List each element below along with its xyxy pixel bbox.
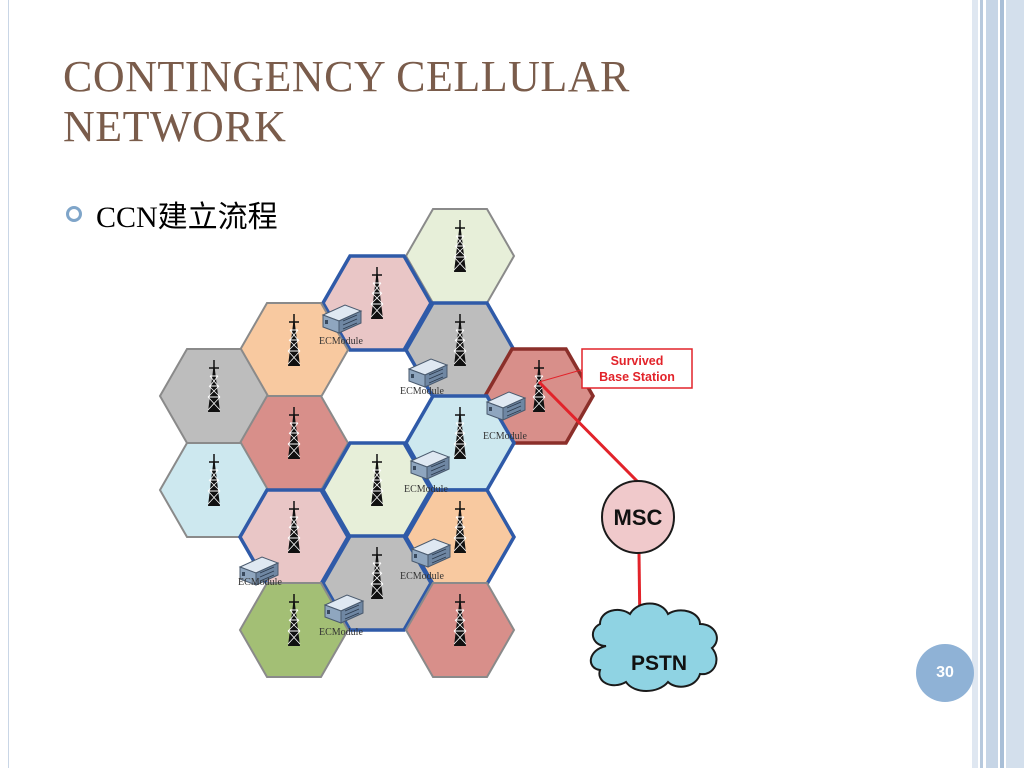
ecmodule-label: ECModule [238,577,282,588]
ecmodule-label: ECModule [400,386,444,397]
cell-tower-icon [207,453,221,507]
ecmodule-label: ECModule [319,627,363,638]
frame-stripe [980,0,983,768]
pstn-label: PSTN [631,652,687,675]
slide-title: CONTINGENCY CELLULAR NETWORK [63,52,630,151]
cell-tower-icon [287,500,301,554]
cell-tower-icon [287,406,301,460]
hexagon-grid: ECModuleECModuleECModuleECModuleECModule… [158,208,596,678]
msc-label: MSC [614,505,663,530]
callout-line-2: Base Station [599,370,675,384]
frame-stripe [972,0,978,768]
circle-bullet-icon [66,206,82,222]
cell-tower-icon [453,313,467,367]
frame-stripe [1000,0,1004,768]
bullet-text: CCN建立流程 [96,201,278,234]
cell-tower-icon [453,219,467,273]
ecmodule-label: ECModule [400,571,444,582]
ecmodule-label: ECModule [319,336,363,347]
ecmodule-label: ECModule [404,484,448,495]
survived-base-station-callout: Survived Base Station [581,348,693,389]
slide-left-rule [8,0,9,768]
link-bs-to-msc [537,380,640,484]
hex-cell [404,582,516,678]
cell-tower-icon [287,313,301,367]
page-number-badge: 30 [916,644,974,702]
pstn-cloud: PSTN [590,602,718,692]
msc-node: MSC [601,480,675,554]
slide-right-frame [972,0,1024,768]
frame-stripe [986,0,998,768]
callout-line-1: Survived [611,354,664,368]
cell-tower-icon [453,593,467,647]
frame-stripe [1006,0,1024,768]
cell-tower-icon [207,359,221,413]
cell-tower-icon [287,593,301,647]
callout-pointer [538,367,589,383]
hex-cell [238,582,350,678]
cell-tower-icon [370,266,384,320]
cell-tower-icon [370,546,384,600]
cell-tower-icon [453,500,467,554]
cell-tower-icon [453,406,467,460]
ecmodule-label: ECModule [483,431,527,442]
cell-tower-icon [370,453,384,507]
bullet-item: CCN建立流程 [66,192,278,236]
